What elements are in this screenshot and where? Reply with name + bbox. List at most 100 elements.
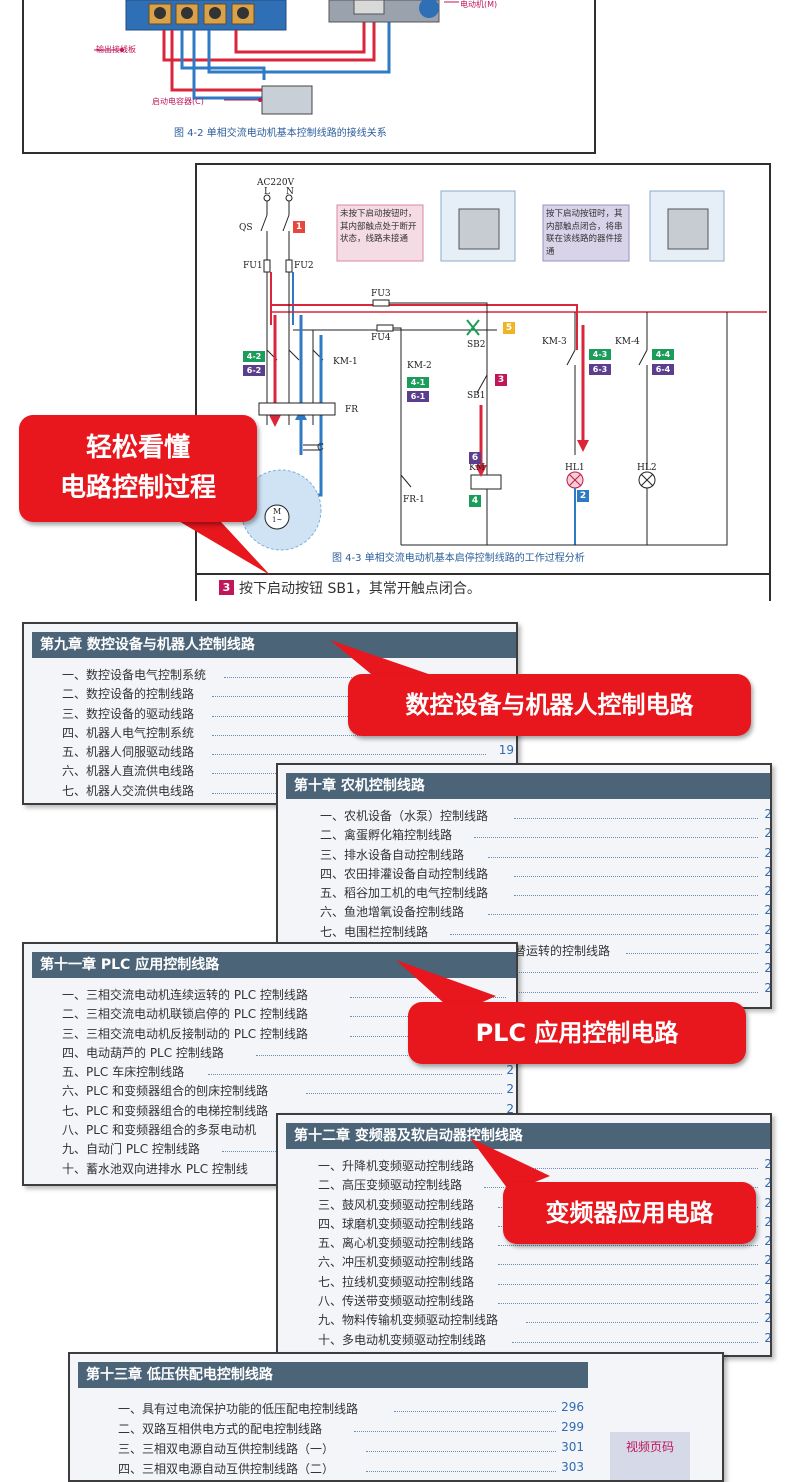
- label-fu4: FU4: [371, 333, 391, 343]
- callout-1-line-2: 电路控制过程: [59, 473, 216, 503]
- toc-item-text: 二、高压变频驱动控制线路: [318, 1178, 463, 1193]
- label-km3: KM-3: [542, 337, 567, 347]
- leader-dots: [212, 754, 486, 756]
- toc-page: 299: [561, 1420, 584, 1434]
- toc-item-text: 七、拉线机变频驱动控制线路: [318, 1274, 475, 1289]
- toc-item[interactable]: 2: [278, 981, 770, 1000]
- label-km: KM: [469, 463, 485, 473]
- leader-dots: [488, 856, 758, 858]
- toc-item-text: 十、多电动机变频驱动控制线路: [318, 1332, 487, 1347]
- label-qs: QS: [239, 223, 253, 233]
- badge-4-2: 4-2: [243, 351, 265, 362]
- toc-page: 2: [764, 922, 772, 937]
- toc-item[interactable]: 六、鱼池增氧设备控制线路 2: [278, 903, 770, 922]
- note-after-press: 按下启动按钮时，其内部触点闭合，将串联在该线路的器件接通: [546, 209, 623, 257]
- callout-1-line-1: 轻松看懂: [85, 433, 190, 463]
- toc-item-text: 二、禽蛋孵化箱控制线路: [320, 828, 453, 843]
- badge-6-1: 6-1: [407, 391, 429, 402]
- label-km2: KM-2: [407, 361, 432, 371]
- callout-1-pointer: [160, 510, 270, 575]
- toc-item[interactable]: 五、PLC 车床控制线路 2: [24, 1063, 516, 1082]
- toc-item[interactable]: 八、PLC 和变频器组合的多泵电动机: [24, 1121, 516, 1140]
- toc-item[interactable]: 四、电动葫芦的 PLC 控制线路: [24, 1044, 516, 1063]
- toc-item-text: 七、PLC 和变频器组合的电梯控制线路: [62, 1103, 269, 1118]
- motor-label: 电动机(M): [460, 0, 498, 9]
- toc-item[interactable]: 七、拉线机变频驱动控制线路 2: [278, 1273, 770, 1292]
- toc-item-text: 三、三相双电源自动互供控制线路（一）: [118, 1442, 335, 1456]
- badge-3: 3: [495, 374, 507, 386]
- toc-page: 2: [506, 1082, 514, 1097]
- badge-1: 1: [293, 221, 305, 233]
- toc-page: 2: [764, 961, 772, 976]
- toc-page: 2: [764, 1176, 772, 1191]
- toc-item-text: 三、鼓风机变频驱动控制线路: [318, 1197, 475, 1212]
- toc-item-text: 四、机器人电气控制系统: [62, 725, 195, 740]
- toc-item-text: 一、农机设备（水泵）控制线路: [320, 809, 489, 823]
- toc-item-text: 三、数控设备的驱动线路: [62, 706, 195, 721]
- label-n: N: [286, 187, 294, 197]
- toc-item-text: 五、PLC 车床控制线路: [62, 1065, 185, 1080]
- leader-dots: [488, 914, 758, 916]
- toc-item[interactable]: 二、双路互相供电方式的配电控制线路 299: [70, 1420, 588, 1440]
- toc-page: 2: [506, 1063, 514, 1078]
- toc-item[interactable]: 五、机器人伺服驱动线路 19: [24, 743, 516, 762]
- toc-page: 301: [561, 1440, 584, 1454]
- toc-item-text: 六、鱼池增氧设备控制线路: [320, 905, 465, 920]
- label-fr1: FR-1: [403, 495, 425, 505]
- toc-item-text: 一、数控设备电气控制系统: [62, 668, 207, 682]
- toc-item-text: 二、双路互相供电方式的配电控制线路: [118, 1422, 323, 1436]
- control-circuit-diagram: [240, 190, 767, 551]
- toc-page: 2: [764, 1214, 772, 1229]
- callout-4-text: 变频器应用电路: [545, 1199, 714, 1227]
- toc-item-text: 一、三相交流电动机连续运转的 PLC 控制线路: [62, 988, 308, 1002]
- label-fu1: FU1: [243, 261, 263, 271]
- toc-item-text: 四、农田排灌设备自动控制线路: [320, 866, 489, 881]
- step-text: 按下启动按钮 SB1，其常开触点闭合。: [239, 581, 481, 597]
- leader-dots: [474, 837, 758, 839]
- toc-item[interactable]: 十、多电动机变频驱动控制线路 2: [278, 1331, 770, 1350]
- badge-4-1: 4-1: [407, 377, 429, 388]
- toc-item[interactable]: 四、三相双电源自动互供控制线路（二）303: [70, 1460, 588, 1480]
- toc-page: 2: [764, 1272, 772, 1287]
- toc-item-text: 五、稻谷加工机的电气控制线路: [320, 886, 489, 901]
- leader-dots: [526, 1322, 758, 1324]
- label-sb2: SB2: [467, 340, 486, 350]
- callout-easy-understand: 轻松看懂 电路控制过程: [19, 415, 257, 522]
- toc-page: 2: [764, 903, 772, 918]
- leader-dots: [514, 818, 758, 819]
- leader-dots: [306, 1093, 502, 1095]
- toc-item-text: 三、三相交流电动机反接制动的 PLC 控制线路: [62, 1026, 308, 1041]
- label-hl1: HL1: [565, 463, 585, 473]
- toc-page: 2: [764, 864, 772, 879]
- video-page-tab[interactable]: 视频页码: [610, 1432, 690, 1480]
- step-bar: 3 按下启动按钮 SB1，其常开触点闭合。: [197, 573, 769, 601]
- label-c: C: [317, 443, 324, 453]
- chapter-10-title: 第十章 农机控制线路: [286, 773, 770, 799]
- toc-item[interactable]: 2: [278, 961, 770, 980]
- toc-page: 2: [764, 807, 772, 821]
- toc-item-text: 五、机器人伺服驱动线路: [62, 745, 195, 760]
- toc-item-text: 八、传送带变频驱动控制线路: [318, 1294, 475, 1309]
- toc-item-text: 一、升降机变频驱动控制线路: [318, 1159, 475, 1173]
- toc-page: 2: [764, 1330, 772, 1345]
- toc-item[interactable]: 十、蓄水池双向进排水 PLC 控制线: [24, 1160, 516, 1179]
- toc-item[interactable]: 四、农田排灌设备自动控制线路 2: [278, 865, 770, 884]
- toc-item-text: 六、冲压机变频驱动控制线路: [318, 1255, 475, 1270]
- toc-item[interactable]: 一、农机设备（水泵）控制线路 2: [278, 807, 770, 826]
- toc-item[interactable]: 三、三相双电源自动互供控制线路（一） 301: [70, 1440, 588, 1460]
- toc-page: 19: [498, 743, 514, 758]
- chapter-9-title: 第九章 数控设备与机器人控制线路: [32, 632, 516, 658]
- toc-item[interactable]: 一、三相交流电动机连续运转的 PLC 控制线路: [24, 986, 516, 1005]
